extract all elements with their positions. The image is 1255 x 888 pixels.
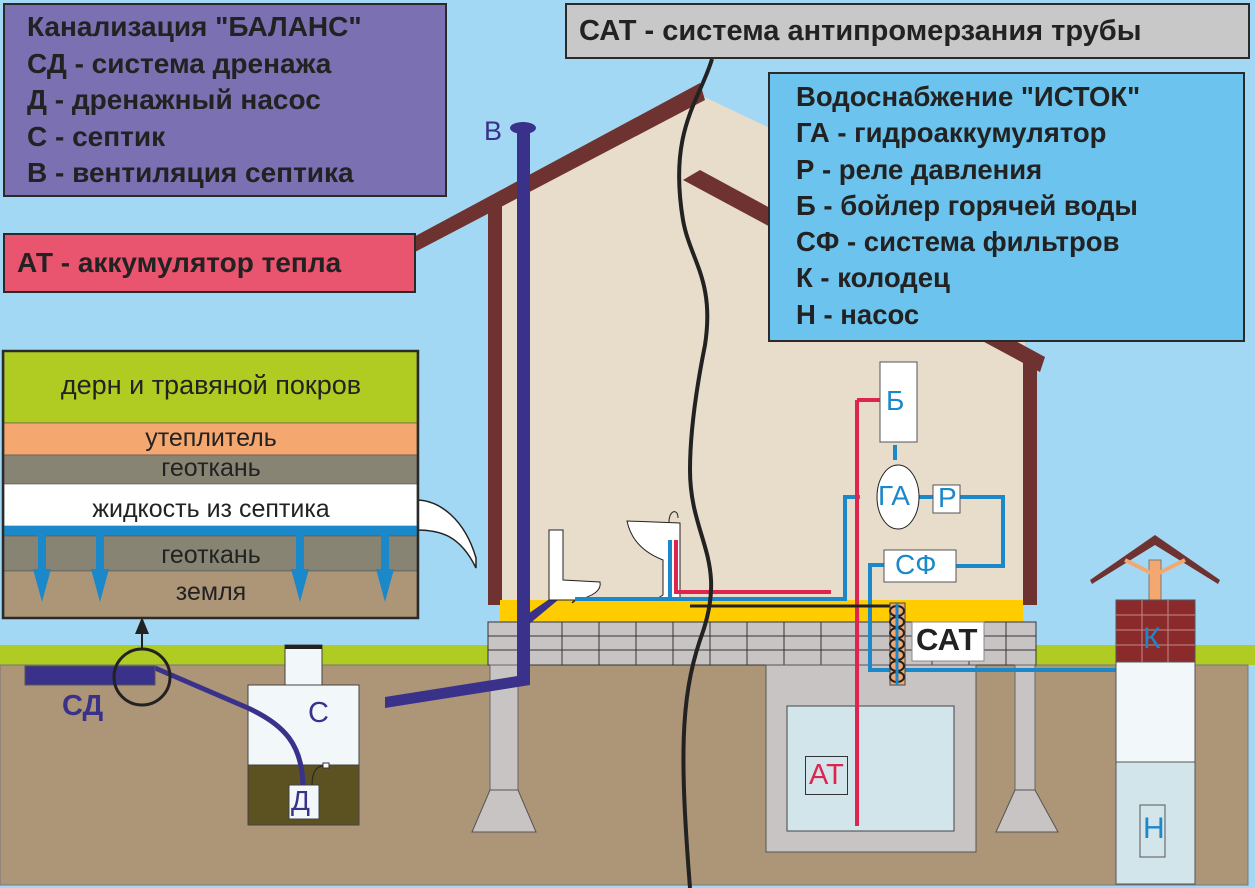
seep-arrow-head	[376, 569, 394, 602]
legend-sewer-item: С - септик	[27, 120, 166, 152]
drain-hose	[154, 665, 306, 786]
legend-water-item: ГА - гидроаккумулятор	[796, 117, 1107, 149]
label-sat: САТ	[916, 622, 978, 657]
legend-sat: САТ - система антипромерзания трубы	[565, 3, 1250, 59]
legend-sewer-item: СД - система дренажа	[27, 47, 332, 79]
cut-line	[677, 58, 714, 888]
vent-cap	[510, 122, 536, 134]
pile-right	[995, 664, 1059, 833]
drainage-section-border	[1, 349, 420, 620]
label-heat-accumulator: АТ	[805, 756, 848, 795]
seep-arrow-shaft	[296, 535, 304, 569]
well-pump-box	[1139, 804, 1166, 858]
legend-water-item: СФ - система фильтров	[796, 226, 1120, 258]
drainage-pipe	[24, 665, 156, 686]
legend-sewer-item: В - вентиляция септика	[27, 157, 354, 188]
seep-arrow-shaft	[38, 535, 46, 569]
roof-left	[408, 83, 705, 252]
well-brick-texture	[1116, 600, 1195, 662]
layer-label-geotextile-top: геоткань	[161, 454, 261, 482]
seep-arrow-head	[291, 569, 309, 602]
sat-label-box	[911, 621, 985, 662]
label-ventilation: В	[484, 116, 503, 146]
label-pump: Н	[1143, 812, 1165, 845]
toilet-drain	[522, 600, 558, 625]
accumulator	[876, 464, 920, 530]
hot-water-pipes	[674, 398, 880, 826]
drainage-layer-band	[3, 570, 418, 619]
layer-label-turf: дерн и травяной покров	[60, 370, 362, 400]
label-boiler: Б	[886, 385, 905, 416]
vent-pipe	[517, 130, 530, 685]
drain-pump-box	[288, 784, 320, 820]
legend-water-item: К - колодец	[796, 262, 950, 294]
label-filters: СФ	[895, 549, 937, 580]
zoom-arrow-head	[135, 617, 149, 634]
sewer-pipe	[385, 674, 530, 708]
wall-right	[1023, 362, 1037, 605]
legend-at-title: АТ - аккумулятор тепла	[17, 247, 342, 278]
layer-label-geotextile-bottom: геоткань	[161, 541, 261, 569]
layer-label-septic-liquid: жидкость из септика	[92, 495, 330, 523]
legend-water: Водоснабжение "ИСТОК" ГА - гидроаккумуля…	[768, 72, 1245, 342]
heat-accumulator-tank	[786, 705, 955, 832]
legend-water-item: Н - насос	[796, 298, 920, 330]
ground	[0, 664, 1249, 886]
label-relay: Р	[938, 482, 957, 513]
filters	[883, 549, 957, 583]
legend-heat-accumulator: АТ - аккумулятор тепла	[3, 233, 416, 293]
section-connector	[415, 499, 477, 569]
legend-sat-title: САТ - система антипромерзания трубы	[579, 15, 1142, 47]
legend-sewer-item: Д - дренажный насос	[27, 84, 321, 115]
float-wire	[311, 765, 324, 786]
legend-water-item: Б - бойлер горячей воды	[796, 189, 1138, 221]
float-switch	[322, 762, 330, 769]
label-well: К	[1143, 622, 1161, 655]
floor-insulation	[500, 600, 1023, 622]
layer-label-insulation: утеплитель	[145, 424, 277, 452]
label-septic: С	[308, 697, 329, 729]
label-accumulator: ГА	[878, 480, 910, 511]
legend-water-title: Водоснабжение "ИСТОК"	[796, 81, 1141, 112]
seep-arrow-shaft	[96, 535, 104, 569]
drainage-layer-band	[4, 526, 417, 536]
legend-sewer: Канализация "БАЛАНС" СД - система дренаж…	[3, 3, 447, 197]
sat-coil	[889, 603, 905, 685]
seep-arrow-shaft	[381, 535, 389, 569]
relay	[932, 484, 961, 514]
label-drain-pump: Д	[291, 785, 310, 816]
legend-water-item: Р - реле давления	[796, 153, 1043, 185]
well	[1090, 535, 1220, 885]
layer-label-soil: земля	[175, 578, 247, 606]
drainage-section	[1, 349, 420, 620]
label-drainage: СД	[62, 690, 104, 722]
legend-sewer-title: Канализация "БАЛАНС"	[27, 11, 362, 42]
wall-left	[488, 200, 502, 605]
seep-arrow-head	[33, 569, 51, 602]
boiler	[879, 361, 918, 443]
drainage-layer-labels: дерн и травяной покров утеплитель геотка…	[3, 350, 419, 620]
seep-arrow-head	[91, 569, 109, 602]
